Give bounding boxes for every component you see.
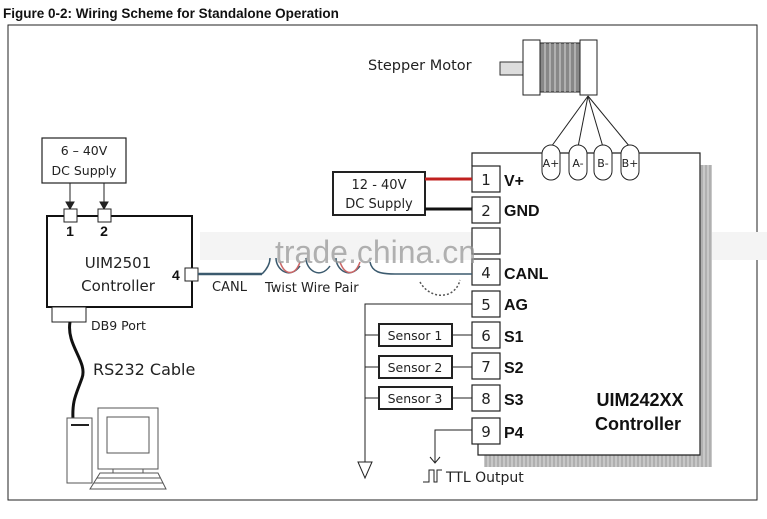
left-dc-supply: [41, 137, 127, 184]
right-supply-voltage: 12 - 40V: [352, 178, 407, 193]
db9-port-label: DB9 Port: [91, 318, 146, 333]
pulse-icon: [423, 469, 442, 483]
left-controller-label: Controller: [81, 277, 156, 295]
sensor-boxes: [378, 323, 453, 410]
left-supply-label: DC Supply: [52, 163, 118, 178]
pin-1-name: V+: [504, 173, 524, 190]
pin-5-name: AG: [504, 297, 528, 314]
rs232-cable-label: RS232 Cable: [93, 360, 195, 379]
computer-icon: [66, 407, 167, 490]
pin-boxes: [471, 165, 501, 445]
pin-8-num: 8: [481, 390, 491, 408]
pin-6-num: 6: [481, 327, 491, 345]
ttl-output-line: [423, 429, 472, 483]
main-controller-body: [472, 153, 700, 455]
pin-9-name: P4: [504, 425, 524, 442]
left-can-pin: 4: [172, 267, 180, 283]
pin-1-num: 1: [481, 171, 491, 189]
pin-2-name: GND: [504, 203, 540, 220]
right-supply-label: DC Supply: [345, 197, 413, 212]
pin-4-num: 4: [481, 264, 491, 282]
pin-7-name: S2: [504, 360, 524, 377]
supply-arrows: [65, 183, 109, 211]
db9-port: [51, 306, 87, 323]
pin-6-name: S1: [504, 329, 524, 346]
figure-frame: [7, 24, 758, 501]
left-controller-name: UIM2501: [85, 254, 152, 272]
motor-terminals: A+ A- B- B+: [541, 144, 640, 181]
left-controller-body: [46, 215, 193, 308]
stepper-motor-label: Stepper Motor: [368, 58, 472, 74]
ttl-output-label: TTL Output: [445, 470, 524, 486]
sensor-1: Sensor 1: [388, 328, 443, 343]
twist-wire-pair: [198, 257, 472, 296]
ag-ground-line: [357, 303, 472, 480]
sensor-2: Sensor 2: [388, 360, 443, 375]
terminal-b-minus: B-: [597, 157, 609, 170]
pin-4-name: CANL: [504, 266, 549, 283]
figure-title: Figure 0-2: Wiring Scheme for Standalone…: [3, 6, 339, 21]
left-supply-voltage: 6 – 40V: [61, 143, 108, 158]
pin-9-num: 9: [481, 423, 491, 441]
terminal-a-plus: A+: [543, 157, 560, 170]
terminal-a-minus: A-: [572, 157, 583, 170]
rs232-cable: [68, 321, 85, 421]
left-pin-1-box: [63, 208, 78, 223]
right-dc-supply: [332, 171, 426, 216]
terminal-b-plus: B+: [622, 157, 639, 170]
left-pin-2: 2: [100, 223, 108, 239]
sensor-3: Sensor 3: [388, 391, 443, 406]
pin-8-name: S3: [504, 392, 524, 409]
motor-leads: [550, 95, 631, 148]
main-controller-label: Controller: [595, 414, 681, 434]
left-pin-2-box: [97, 208, 112, 223]
pin-2-num: 2: [481, 202, 491, 220]
main-controller-name: UIM242XX: [596, 390, 683, 410]
pin-5-num: 5: [481, 296, 491, 314]
stepper-motor-icon: [499, 39, 598, 96]
twist-wire-label: Twist Wire Pair: [264, 281, 359, 296]
left-pin-1: 1: [66, 223, 74, 239]
canl-wire-label: CANL: [212, 280, 248, 295]
pin-7-num: 7: [481, 358, 491, 376]
left-can-pin-box: [184, 267, 199, 282]
watermark: trade.china.cn: [275, 234, 476, 270]
